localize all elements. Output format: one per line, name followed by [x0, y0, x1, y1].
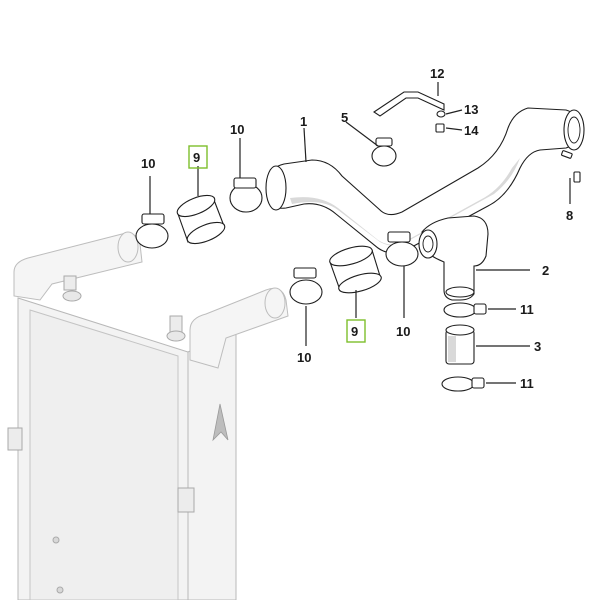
part-9-hose-sleeve-upper[interactable] — [174, 191, 227, 248]
highlight-box-part-9-lower — [346, 319, 366, 343]
radiator-bracket-left — [62, 275, 82, 302]
part-10-hose-clamp-b[interactable] — [229, 177, 263, 213]
part-9-hose-sleeve-lower[interactable] — [328, 242, 384, 297]
callout-part-3[interactable]: 3 — [534, 339, 541, 354]
callout-part-10-b[interactable]: 10 — [230, 122, 244, 137]
callout-part-2[interactable]: 2 — [542, 263, 549, 278]
radiator-side-block-lower — [177, 487, 195, 513]
callout-part-11-lower[interactable]: 11 — [520, 376, 534, 391]
part-10-hose-clamp-d[interactable] — [385, 231, 419, 267]
part-3-short-sleeve[interactable] — [445, 324, 475, 365]
part-10-hose-clamp-c[interactable] — [289, 267, 323, 305]
radiator-logo-mark — [212, 403, 229, 442]
part-11-hose-clamp-lower[interactable] — [441, 376, 485, 392]
part-1-charge-pipe[interactable] — [265, 107, 585, 254]
callout-part-10-a[interactable]: 10 — [141, 156, 155, 171]
callout-part-12[interactable]: 12 — [430, 66, 444, 81]
part-13-washer[interactable] — [436, 110, 446, 118]
highlight-box-part-9-upper — [188, 145, 208, 169]
callout-part-1[interactable]: 1 — [300, 114, 307, 129]
part-10-hose-clamp-a[interactable] — [135, 213, 169, 249]
callout-part-9-lower[interactable]: 9 — [351, 324, 358, 339]
callout-part-13[interactable]: 13 — [464, 102, 478, 117]
radiator-side-block-upper — [7, 427, 23, 451]
part-2-elbow-connector[interactable] — [418, 215, 489, 301]
part-8-fastener[interactable] — [561, 150, 581, 183]
callout-part-10-c[interactable]: 10 — [297, 350, 311, 365]
part-12-bracket[interactable] — [373, 91, 445, 117]
leader-lines — [149, 82, 571, 384]
callout-part-8[interactable]: 8 — [566, 208, 573, 223]
callout-part-10-d[interactable]: 10 — [396, 324, 410, 339]
part-11-hose-clamp-upper[interactable] — [443, 302, 487, 318]
part-5-clamp[interactable] — [371, 137, 397, 167]
part-14-bolt[interactable] — [435, 123, 445, 133]
callout-part-9-upper[interactable]: 9 — [193, 150, 200, 165]
radiator-assembly — [7, 231, 289, 600]
callout-part-5[interactable]: 5 — [341, 110, 348, 125]
radiator-bracket-right — [166, 315, 186, 342]
callout-part-14[interactable]: 14 — [464, 123, 479, 138]
callout-part-11-upper[interactable]: 11 — [520, 302, 534, 317]
